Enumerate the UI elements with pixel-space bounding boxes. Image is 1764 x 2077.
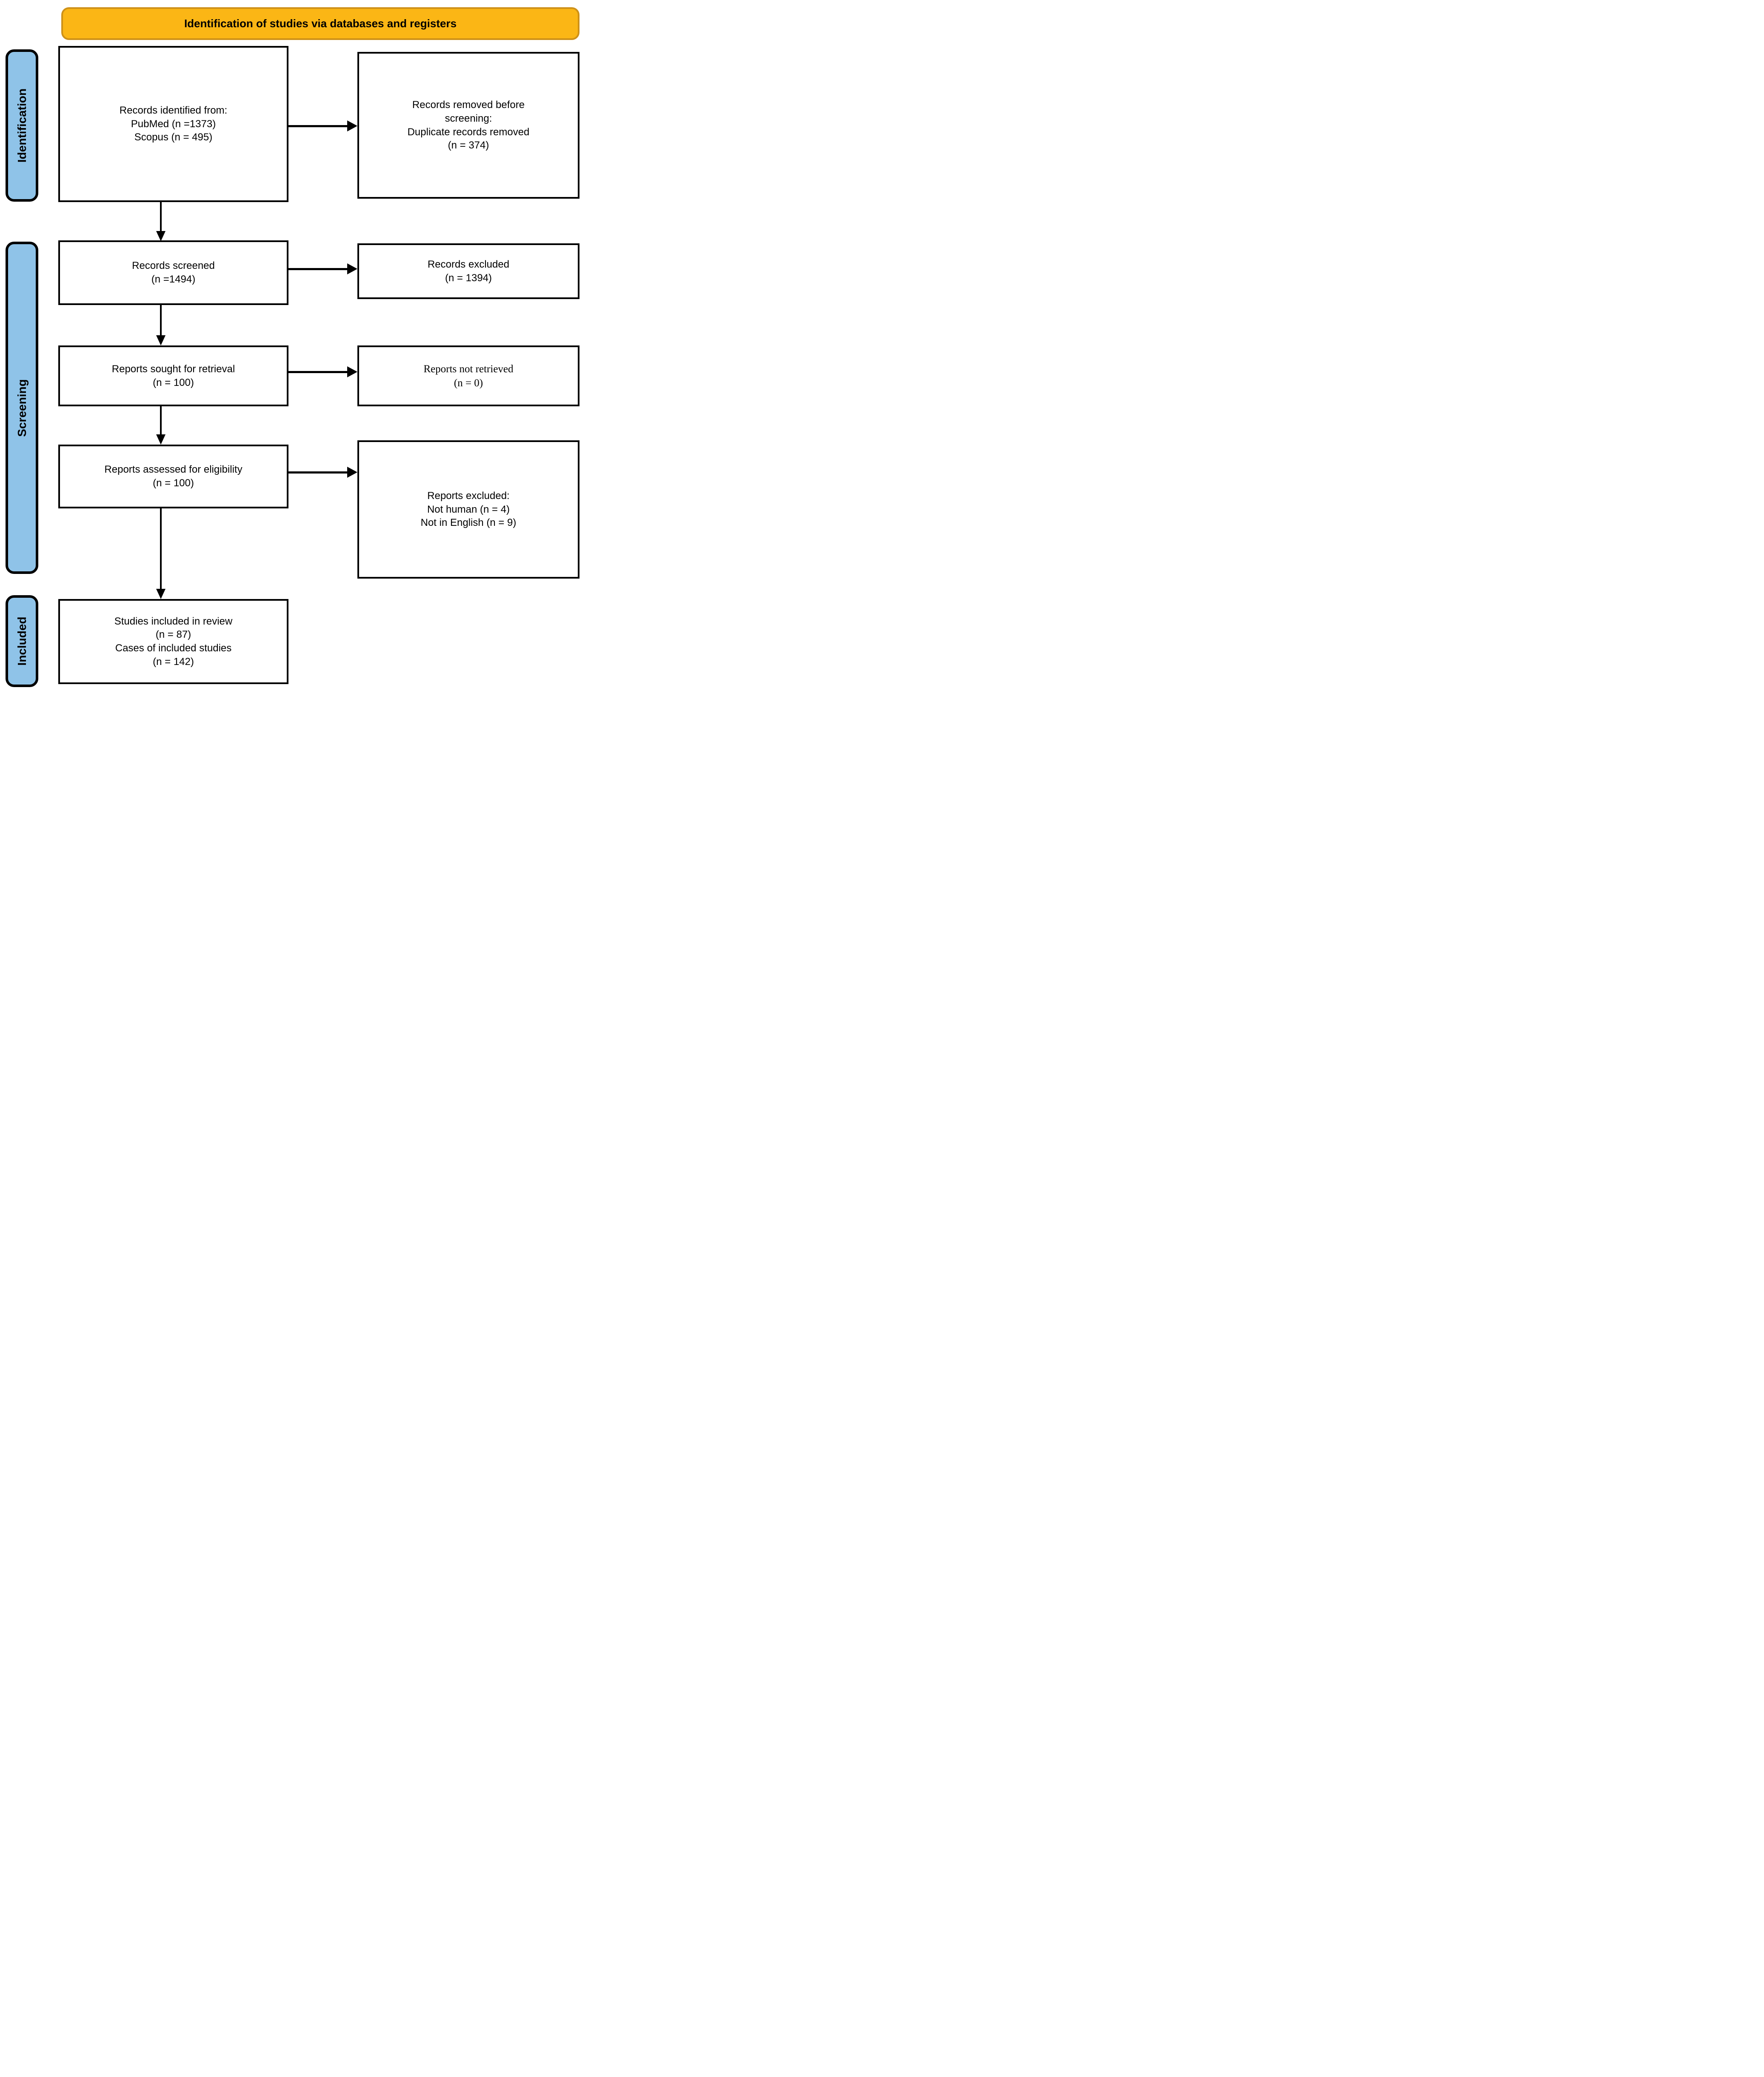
box-reports-assessed-text: Reports assessed for eligibility (n = 10… [104,464,243,489]
stage-screening-label: Screening [15,379,29,437]
box-reports-not-retrieved: Reports not retrieved (n = 0) [357,345,579,406]
arrow-assessed-to-included-shaft [160,508,162,590]
arrow-assessed-to-reports-excluded-shaft [288,471,348,474]
box-reports-excluded: Reports excluded: Not human (n = 4) Not … [357,440,579,579]
arrow-identified-to-screened-shaft [160,202,162,232]
arrow-sought-to-not-retrieved-shaft [288,371,348,373]
box-reports-not-retrieved-text: Reports not retrieved (n = 0) [423,363,514,389]
box-reports-excluded-text: Reports excluded: Not human (n = 4) Not … [420,490,517,529]
arrow-screened-to-sought-head-icon [156,335,166,345]
arrow-identified-to-removed-shaft [288,125,348,127]
box-studies-included-text: Studies included in review (n = 87) Case… [114,615,233,668]
box-records-screened-text: Records screened (n =1494) [132,260,215,285]
title-banner: Identification of studies via databases … [61,7,579,40]
arrow-screened-to-sought-shaft [160,305,162,336]
box-reports-sought: Reports sought for retrieval (n = 100) [58,345,288,406]
arrow-identified-to-screened-head-icon [156,231,166,241]
arrow-sought-to-assessed-head-icon [156,434,166,445]
box-records-identified: Records identified from: PubMed (n =1373… [58,46,288,202]
stage-included-label: Included [15,616,29,666]
prisma-flow-diagram: Identification of studies via databases … [0,0,588,692]
arrow-screened-to-excluded-shaft [288,268,348,270]
box-records-removed-text: Records removed before screening: Duplic… [407,99,530,151]
arrow-assessed-to-included-head-icon [156,589,166,599]
arrow-sought-to-assessed-shaft [160,406,162,435]
box-records-removed: Records removed before screening: Duplic… [357,52,579,199]
arrow-screened-to-excluded-head-icon [347,263,357,274]
box-records-excluded-text: Records excluded (n = 1394) [427,258,510,284]
arrow-assessed-to-reports-excluded-head-icon [347,467,357,478]
box-reports-sought-text: Reports sought for retrieval (n = 100) [111,363,235,388]
stage-identification: Identification [6,49,38,202]
box-reports-assessed: Reports assessed for eligibility (n = 10… [58,445,288,508]
box-studies-included: Studies included in review (n = 87) Case… [58,599,288,684]
stage-identification-label: Identification [15,88,29,163]
arrow-identified-to-removed-head-icon [347,120,357,131]
box-records-excluded: Records excluded (n = 1394) [357,243,579,299]
title-banner-text: Identification of studies via databases … [184,17,457,30]
arrow-sought-to-not-retrieved-head-icon [347,366,357,377]
stage-included: Included [6,595,38,687]
stage-screening: Screening [6,242,38,574]
box-records-identified-text: Records identified from: PubMed (n =1373… [119,104,228,143]
box-records-screened: Records screened (n =1494) [58,240,288,305]
